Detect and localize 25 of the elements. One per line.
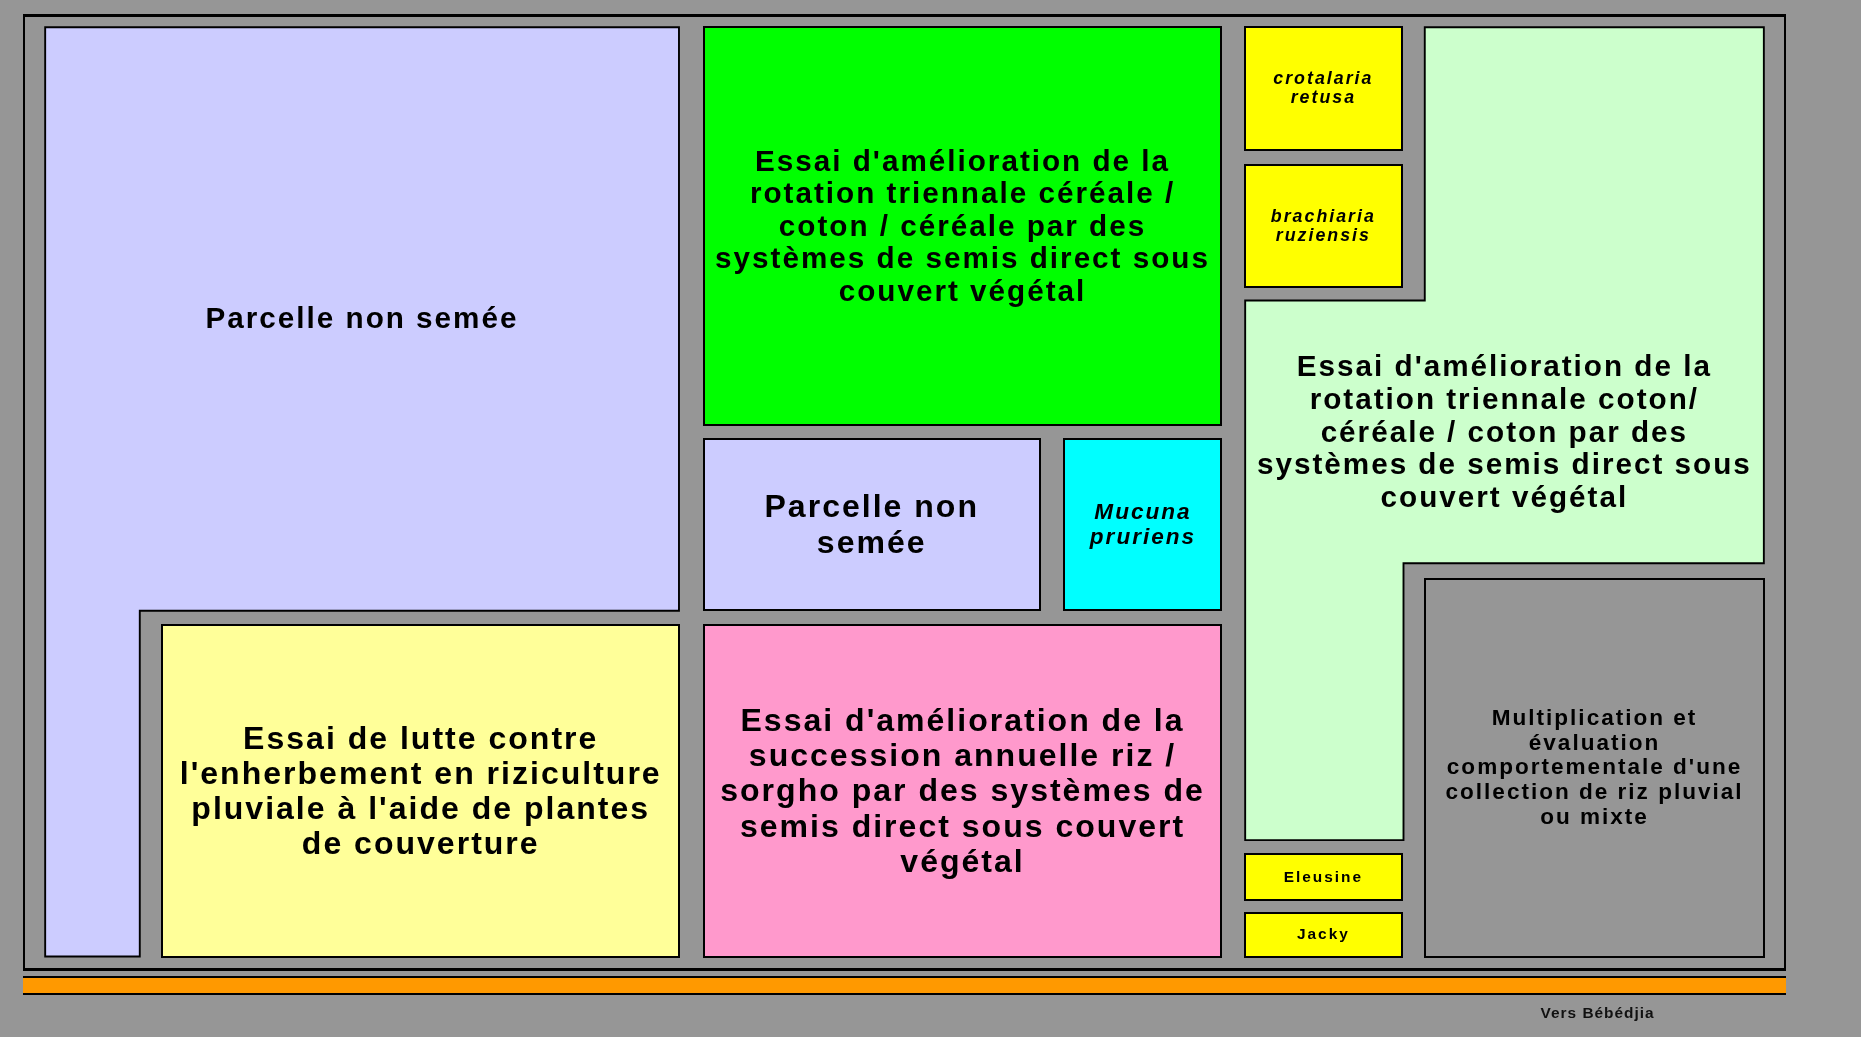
field-plot [1063,437,1223,612]
plot-label: crotalaria retusa [1272,68,1375,108]
plot-label: brachiaria ruziensis [1269,206,1377,246]
direction-label: Vers Bébédjia [1540,1004,1655,1023]
field-plot [702,624,1223,958]
plot-label: Parcelle non semée [763,489,980,560]
plot-label: Essai d'amélioration de la rotation triennale coton/ céréale / coton par des systèmes de semis direct sous couvert végétal [1255,350,1753,514]
field-plot [1243,911,1403,958]
field-plot [1243,853,1403,901]
plot-label: Essai d'amélioration de la rotation triennale céréale / coton / céréale par des systèmes de semis direct sous couvert végétal [714,144,1211,308]
plot-label: Essai de lutte contre l'enherbement en riziculture pluviale à l'aide de plantes de couverture [178,720,663,862]
plot-label: Essai d'amélioration de la succession annuelle riz / sorgho par des systèmes de semis direct sous couvert végétal [719,702,1206,880]
field-plot [1243,26,1765,842]
field-plot [1243,163,1403,289]
field-plot [43,26,681,958]
plot-label: Parcelle non semée [205,302,519,335]
field-plot [702,26,1223,427]
plot-label: Jacky [1296,926,1350,944]
plot-label: Mucuna pruriens [1088,499,1198,550]
field-plot [1424,578,1765,958]
field-plot [1243,26,1403,151]
field-plot [702,437,1041,612]
plot-label: Multiplication et évaluation comportementale d'une collection de riz pluvial ou mixte [1444,705,1745,830]
field-plot [161,624,681,958]
plot-label: Eleusine [1283,868,1364,886]
